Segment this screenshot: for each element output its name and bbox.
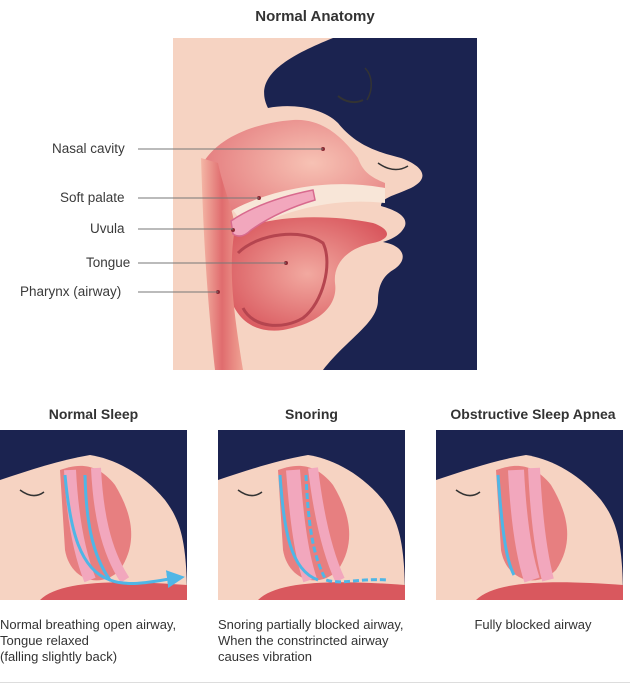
apnea-illustration xyxy=(436,430,623,600)
panel-title-snoring: Snoring xyxy=(218,406,405,422)
label-nasal-cavity: Nasal cavity xyxy=(52,141,125,156)
label-tongue: Tongue xyxy=(86,255,130,270)
main-title: Normal Anatomy xyxy=(0,8,630,25)
panel-title-apnea: Obstructive Sleep Apnea xyxy=(436,406,630,422)
caption-apnea: Fully blocked airway xyxy=(436,617,630,633)
panel-title-normal-sleep: Normal Sleep xyxy=(0,406,187,422)
caption-normal-sleep: Normal breathing open airway, Tongue rel… xyxy=(0,617,215,665)
normal-sleep-illustration xyxy=(0,430,187,600)
label-uvula: Uvula xyxy=(90,221,125,236)
label-pharynx: Pharynx (airway) xyxy=(20,284,121,299)
label-soft-palate: Soft palate xyxy=(60,190,125,205)
caption-snoring: Snoring partially blocked airway, When t… xyxy=(218,617,433,665)
normal-anatomy-illustration xyxy=(173,38,477,370)
snoring-illustration xyxy=(218,430,405,600)
